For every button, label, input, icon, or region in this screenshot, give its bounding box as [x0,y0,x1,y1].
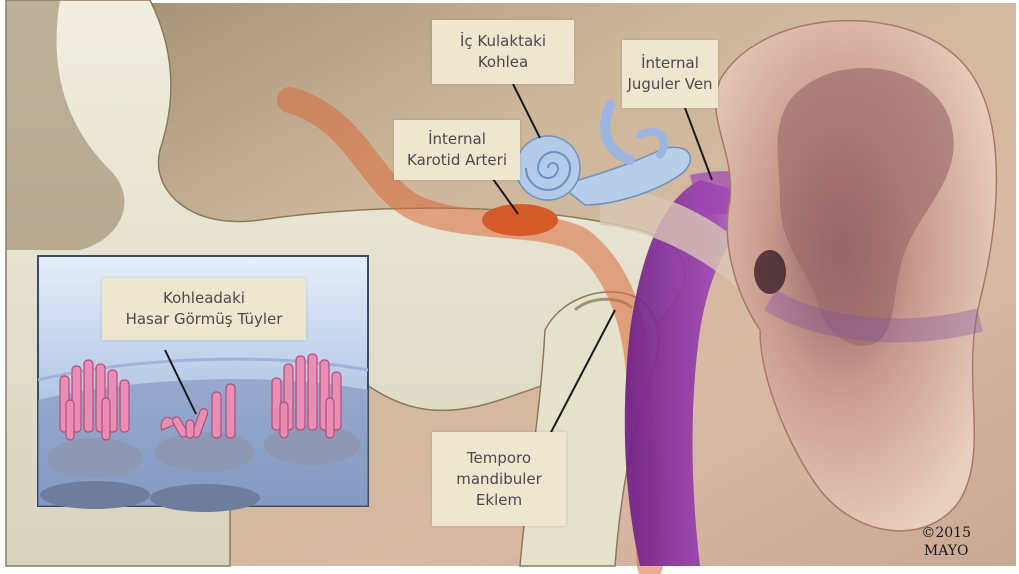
copyright-notice: ©2015 MAYO [921,524,971,560]
damaged-hairs-label-line1: Kohleadaki [163,288,245,309]
carotid-artery-bulge [482,204,558,236]
ear-canal-opening [754,250,786,294]
carotid-artery-label-line2: Karotid Arteri [407,150,507,171]
jugular-vein-label-line1: İnternal [641,53,699,74]
damaged-hairs-label-line2: Hasar Görmüş Tüyler [126,309,283,330]
carotid-artery-label: İnternal Karotid Arteri [394,120,520,180]
tmj-label-line1: Temporo [467,448,531,469]
copyright-org: MAYO [921,542,971,560]
damaged-hairs-label: Kohleadaki Hasar Görmüş Tüyler [102,278,306,340]
cochlea-label-line1: İç Kulaktaki [460,31,546,52]
cochlea-label-line2: Kohlea [478,52,528,73]
tmj-label-line3: Eklem [476,490,522,511]
tmj-label-line2: mandibuler [456,469,542,490]
tmj-label: Temporo mandibuler Eklem [432,432,566,526]
carotid-artery-label-line1: İnternal [428,129,486,150]
jugular-vein-label-line2: Juguler Ven [627,74,712,95]
copyright-year: ©2015 [921,524,971,542]
cochlea-label: İç Kulaktaki Kohlea [432,20,574,84]
jugular-vein-label: İnternal Juguler Ven [622,40,718,108]
